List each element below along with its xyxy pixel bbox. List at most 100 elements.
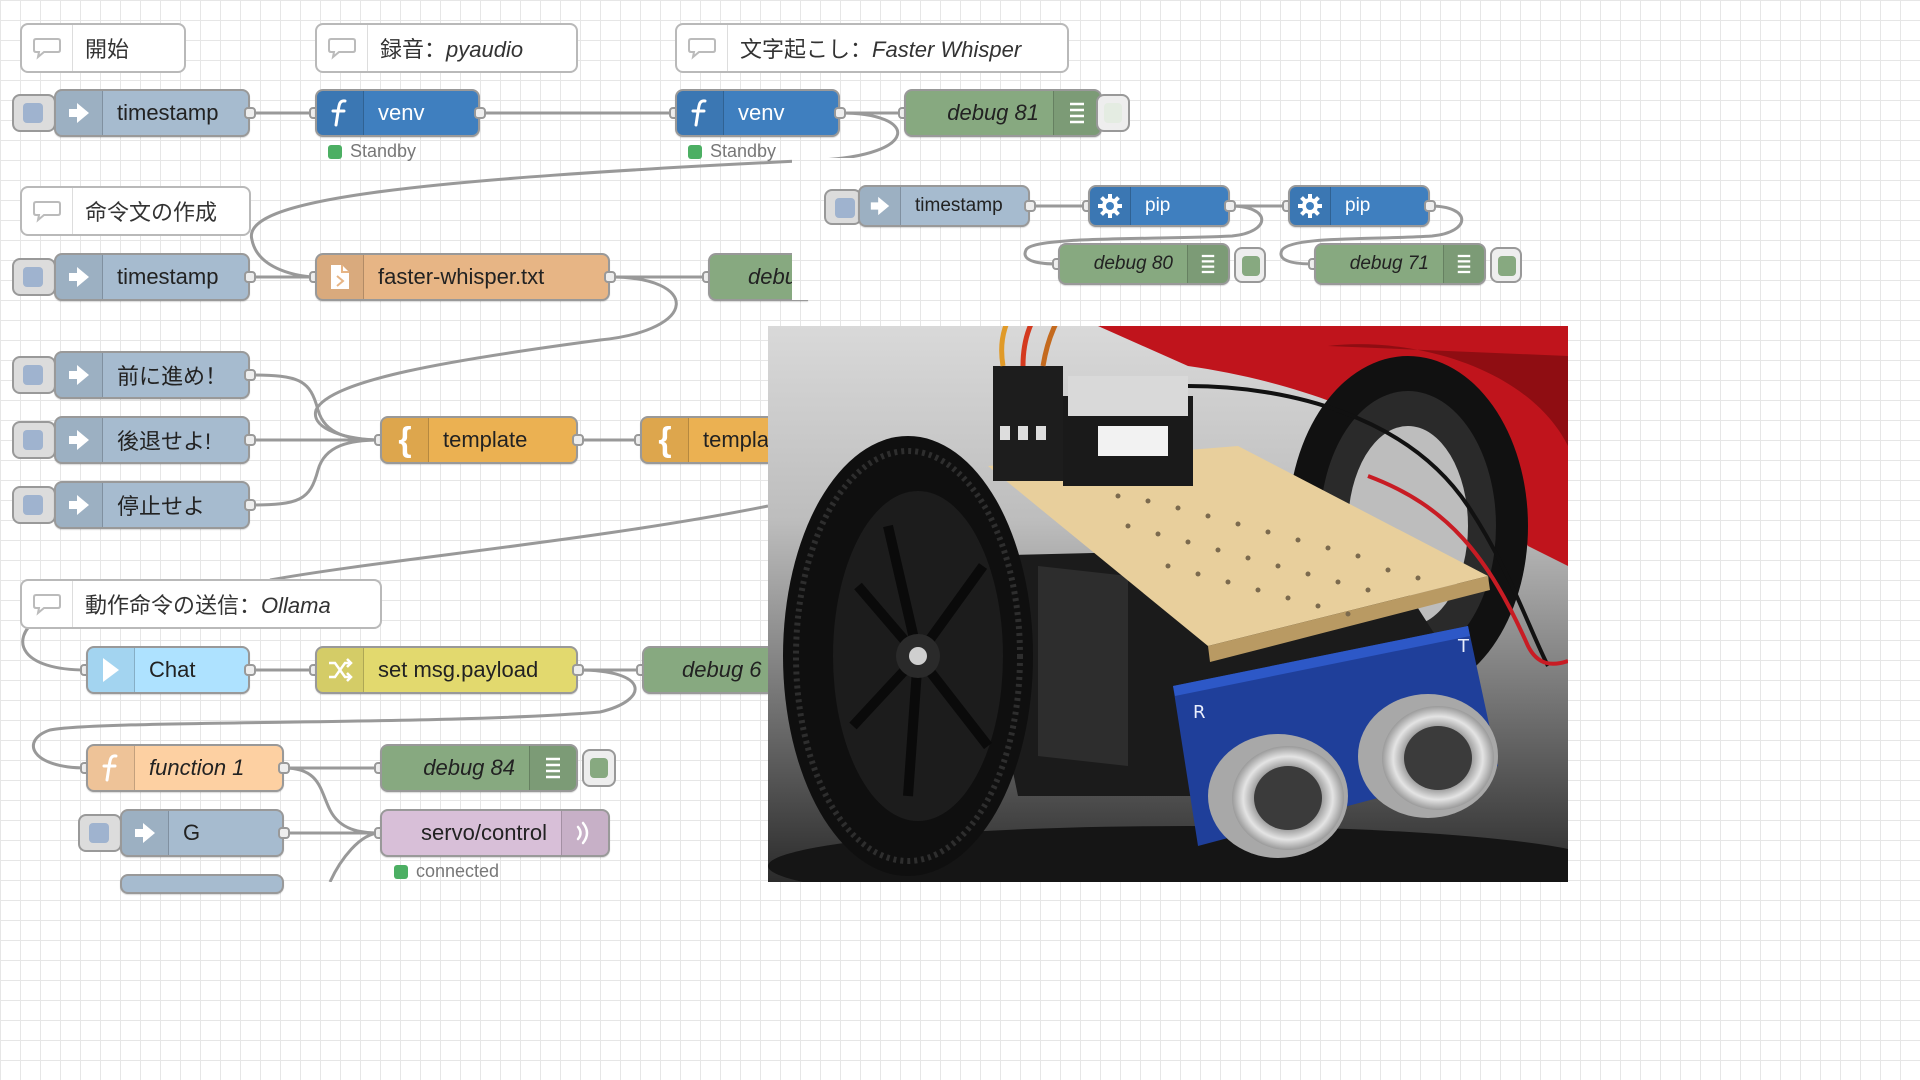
output-port[interactable] <box>572 664 584 676</box>
comment-label: 開始 <box>85 37 130 62</box>
gear-icon <box>1290 187 1331 225</box>
debug-node-71[interactable]: debug 71 <box>1314 243 1486 285</box>
inject-button[interactable] <box>12 94 56 132</box>
node-label: timestamp <box>117 264 219 289</box>
output-port[interactable] <box>244 369 256 381</box>
output-port[interactable] <box>834 107 846 119</box>
change-node-set-payload[interactable]: set msg.payload <box>315 646 578 694</box>
node-label: timestamp <box>117 100 219 125</box>
node-label: debug 84 <box>423 755 515 780</box>
function-node-venv-record[interactable]: venv <box>315 89 480 137</box>
comment-label: 命令文の作成 <box>85 200 218 225</box>
output-port[interactable] <box>244 664 256 676</box>
inject-node-g[interactable]: G <box>120 809 284 857</box>
comment-start[interactable]: 開始 <box>20 23 186 73</box>
output-port[interactable] <box>474 107 486 119</box>
output-port[interactable] <box>244 434 256 446</box>
debug-toggle-button[interactable] <box>582 749 616 787</box>
arrow-in-icon <box>122 811 169 855</box>
inject-node-back[interactable]: 後退せよ! <box>54 416 250 464</box>
inject-node-timestamp[interactable]: timestamp <box>54 89 250 137</box>
template-node-2[interactable]: { templa <box>640 416 768 464</box>
speech-bubble-icon <box>22 188 73 234</box>
comment-label: 動作命令の送信：Ollama <box>85 593 331 618</box>
node-label: debu <box>748 264 797 289</box>
output-port[interactable] <box>1024 200 1036 212</box>
status-dot <box>394 864 408 879</box>
arrow-in-icon <box>860 187 901 225</box>
output-port[interactable] <box>244 107 256 119</box>
inject-button[interactable] <box>12 486 56 524</box>
debug-toggle-button[interactable] <box>1490 247 1522 283</box>
node-status: Standby <box>688 141 776 162</box>
node-label: function 1 <box>149 755 245 780</box>
inject-node-stop[interactable]: 停止せよ <box>54 481 250 529</box>
file-node-faster-whisper[interactable]: faster-whisper.txt <box>315 253 610 301</box>
inject-button[interactable] <box>824 189 862 225</box>
output-port[interactable] <box>572 434 584 446</box>
mqtt-node-servo[interactable]: servo/control <box>380 809 610 857</box>
debug-node-81[interactable]: debug 81 <box>904 89 1102 137</box>
list-lines-icon <box>529 746 576 790</box>
panel-wires <box>1023 204 1464 266</box>
list-lines-icon <box>1053 91 1100 135</box>
chat-node[interactable]: Chat <box>86 646 250 694</box>
wire <box>1023 204 1264 266</box>
inject-button[interactable] <box>12 258 56 296</box>
flow-wires <box>21 111 904 882</box>
output-port[interactable] <box>278 827 290 839</box>
node-label: debug 6 <box>682 657 762 682</box>
function-node-1[interactable]: function 1 <box>86 744 284 792</box>
comment-transcribe[interactable]: 文字起こし：Faster Whisper <box>675 23 1069 73</box>
node-label: venv <box>378 100 425 125</box>
debug-node-84[interactable]: debug 84 <box>380 744 578 792</box>
gear-icon <box>1090 187 1131 225</box>
node-label: Chat <box>149 657 196 682</box>
inject-button[interactable] <box>12 421 56 459</box>
inject-button[interactable] <box>12 356 56 394</box>
output-port[interactable] <box>244 499 256 511</box>
comment-send[interactable]: 動作命令の送信：Ollama <box>20 579 382 629</box>
function-f-icon <box>677 91 724 135</box>
wire <box>314 275 678 442</box>
arrow-in-icon <box>56 91 103 135</box>
inject-node-timestamp[interactable]: timestamp <box>858 185 1030 227</box>
output-port[interactable] <box>604 271 616 283</box>
function-node-venv-transcribe[interactable]: venv <box>675 89 840 137</box>
node-label: debug 80 <box>1093 253 1173 274</box>
inject-node-forward[interactable]: 前に進め！ <box>54 351 250 399</box>
speech-bubble-icon <box>677 25 728 71</box>
node-label: faster-whisper.txt <box>378 264 545 289</box>
debug-node-partial[interactable]: debu <box>708 253 808 301</box>
curly-brace-icon: { <box>642 418 689 462</box>
output-port[interactable] <box>244 271 256 283</box>
inject-button[interactable] <box>78 814 122 852</box>
wire <box>249 373 381 442</box>
comment-instruction[interactable]: 命令文の作成 <box>20 186 251 236</box>
node-label: set msg.payload <box>378 657 539 682</box>
comment-record[interactable]: 録音：pyaudio <box>315 23 578 73</box>
wire <box>283 766 381 835</box>
wire <box>269 504 769 582</box>
node-label: debug 71 <box>1349 253 1429 274</box>
node-status: connected <box>394 861 499 882</box>
debug-toggle-button[interactable] <box>1234 247 1266 283</box>
node-label: 前に進め！ <box>117 364 228 389</box>
pip-node-2[interactable]: pip <box>1288 185 1430 227</box>
output-port[interactable] <box>1424 200 1436 212</box>
inject-node-timestamp[interactable]: timestamp <box>54 253 250 301</box>
chat-arrow-icon <box>88 648 135 692</box>
debug-toggle-button[interactable] <box>1096 94 1130 132</box>
sensor-label-t: T <box>1457 636 1470 657</box>
status-dot <box>328 144 342 159</box>
output-port[interactable] <box>278 762 290 774</box>
debug-node-partial[interactable]: debug 6 <box>642 646 768 694</box>
debug-node-80[interactable]: debug 80 <box>1058 243 1230 285</box>
pip-node-1[interactable]: pip <box>1088 185 1230 227</box>
node-label: templa <box>703 427 768 452</box>
output-port[interactable] <box>1224 200 1236 212</box>
inject-node-partial[interactable] <box>120 874 284 894</box>
status-dot <box>688 144 702 159</box>
sensor-label-r: R <box>1193 702 1206 723</box>
template-node-1[interactable]: { template <box>380 416 578 464</box>
